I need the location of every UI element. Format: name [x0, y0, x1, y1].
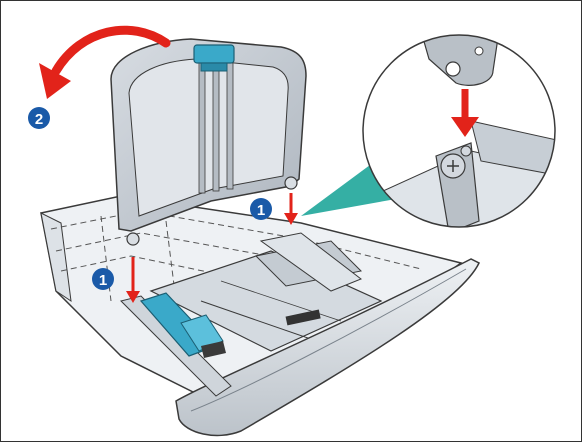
- insert-arrow-right: [284, 193, 298, 225]
- step-badge-right-label: 1: [257, 202, 265, 219]
- step-badge-left-label: 1: [99, 272, 107, 289]
- step-badge-right: 1: [250, 198, 272, 220]
- tray-front-bezel: [120, 258, 480, 437]
- zoom-detail: [362, 34, 556, 228]
- blue-side-guide: [139, 292, 226, 358]
- step-badge-left: 1: [92, 268, 114, 290]
- rotate-arrow: [39, 25, 171, 99]
- tray-body: [40, 195, 463, 422]
- step-badge-rotate-label: 2: [35, 111, 43, 128]
- insert-arrow-left: [126, 257, 140, 303]
- step-badge-rotate: 2: [28, 107, 50, 129]
- tray-cover: [110, 38, 307, 246]
